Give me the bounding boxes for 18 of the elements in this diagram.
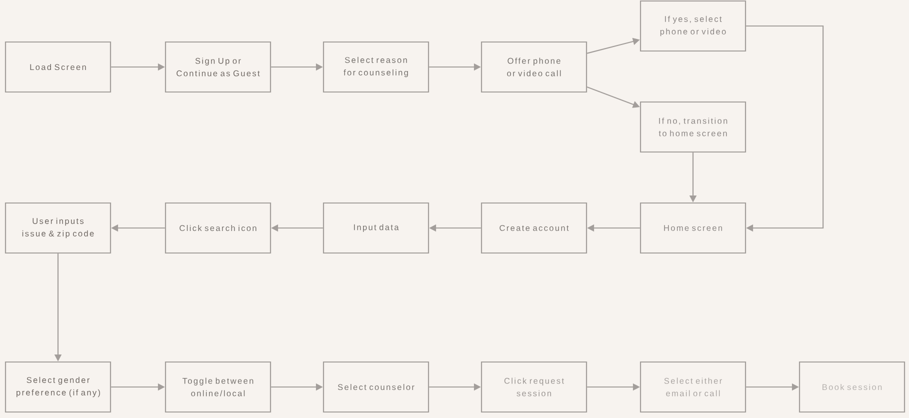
process-box: Select reason for counseling (322, 41, 430, 93)
process-box: If yes, select phone or video (640, 0, 746, 52)
process-box: Select gender preference (if any) (4, 361, 112, 413)
process-box: Click search icon (164, 202, 272, 254)
process-box: Load Screen (4, 41, 112, 93)
process-box: Toggle between online/local (164, 361, 272, 413)
process-box: Select either email or call (640, 361, 746, 413)
process-box: Home screen (640, 202, 746, 254)
process-box: If no, transition to home screen (640, 101, 746, 153)
process-box: Input data (322, 202, 430, 254)
process-box: Select counselor (322, 361, 430, 413)
arrow (746, 25, 824, 232)
process-box: User inputs issue & zip code (4, 202, 112, 254)
process-box: Click request session (480, 361, 588, 413)
process-box: Offer phone or video call (480, 41, 588, 93)
process-box: Book session (798, 361, 906, 413)
process-box: Sign Up or Continue as Guest (164, 41, 272, 93)
process-box: Create account (480, 202, 588, 254)
